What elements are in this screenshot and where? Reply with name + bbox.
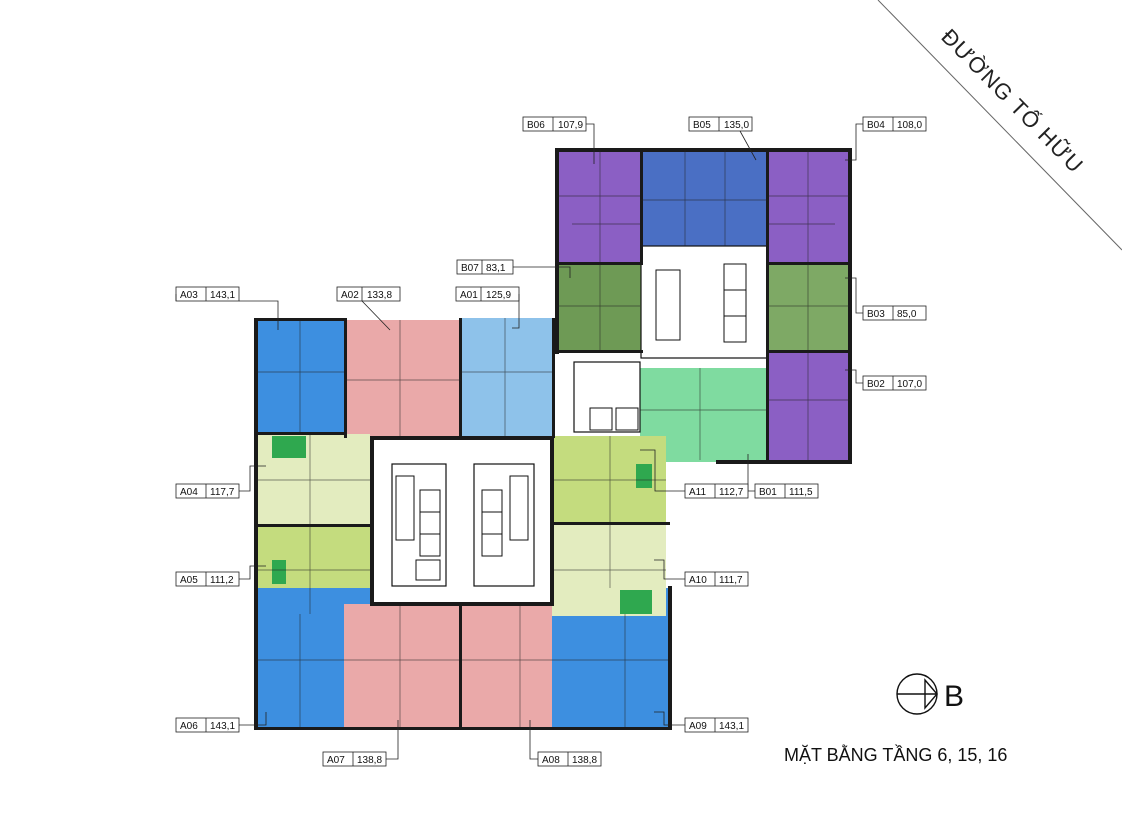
core-a-left — [391, 463, 447, 587]
unit-a02[interactable] — [344, 320, 461, 438]
balcony-a04 — [272, 436, 306, 458]
tower-a — [254, 318, 672, 730]
label-b07-code: B07 — [461, 263, 479, 274]
label-a11[interactable]: A11 112,7 — [640, 449, 749, 499]
label-b02[interactable]: B02 107,0 — [845, 369, 927, 391]
label-a01[interactable]: A01 125,9 — [455, 286, 520, 329]
label-b04[interactable]: B04 108,0 — [845, 116, 927, 161]
label-a05-area: 111,2 — [210, 575, 234, 586]
label-a10[interactable]: A10 111,7 — [654, 559, 749, 587]
balcony-a05 — [272, 560, 286, 584]
core-b — [640, 245, 769, 359]
label-b07[interactable]: B07 83,1 — [456, 259, 571, 278]
label-b03[interactable]: B03 85,0 — [845, 277, 927, 321]
unit-b03[interactable] — [768, 264, 850, 352]
block-marker: B — [896, 673, 964, 715]
label-a08-area: 138,8 — [572, 755, 597, 766]
unit-b06[interactable] — [557, 150, 641, 264]
label-a07-area: 138,8 — [357, 755, 382, 766]
label-b06-area: 107,9 — [558, 120, 583, 131]
label-a10-area: 111,7 — [719, 575, 743, 586]
label-a03-code: A03 — [180, 290, 198, 301]
unit-a07[interactable] — [344, 604, 460, 728]
tower-a-walls — [254, 318, 672, 730]
label-a02-area: 133,8 — [367, 290, 392, 301]
label-a06-area: 143,1 — [210, 721, 235, 732]
label-b06-code: B06 — [527, 120, 545, 131]
label-b07-area: 83,1 — [486, 263, 506, 274]
tower-a-partitions — [256, 318, 668, 727]
label-a06-code: A06 — [180, 721, 198, 732]
label-a02-code: A02 — [341, 290, 359, 301]
arrow-icon — [897, 678, 938, 710]
label-a04-area: 117,7 — [210, 487, 235, 498]
label-a07-code: A07 — [327, 755, 345, 766]
core-b-stair — [573, 361, 641, 433]
label-a05-code: A05 — [180, 575, 198, 586]
label-a04-code: A04 — [180, 487, 198, 498]
label-b06[interactable]: B06 107,9 — [522, 116, 595, 164]
tower-b — [555, 148, 852, 464]
core-b-lifts — [589, 263, 747, 431]
label-b01[interactable]: B01 111,5 — [747, 454, 819, 499]
unit-b07[interactable] — [557, 264, 641, 352]
label-b05-area: 135,0 — [724, 120, 749, 131]
balcony-a11 — [636, 464, 652, 488]
label-a01-code: A01 — [460, 290, 478, 301]
label-a01-area: 125,9 — [486, 290, 511, 301]
label-a10-code: A10 — [689, 575, 707, 586]
label-b02-area: 107,0 — [897, 379, 922, 390]
floor-title: MẶT BẰNG TẦNG 6, 15, 16 — [784, 745, 1008, 765]
unit-b04[interactable] — [768, 150, 850, 264]
label-a03[interactable]: A03 143,1 — [175, 286, 279, 330]
label-a11-area: 112,7 — [719, 487, 744, 498]
tower-b-partitions — [557, 150, 850, 460]
label-a09-area: 143,1 — [719, 721, 744, 732]
balcony-a10 — [620, 590, 652, 614]
label-b04-code: B04 — [867, 120, 885, 131]
unit-labels: B06 107,9 B05 135,0 B04 108,0 B07 83,1 B03 85… — [175, 116, 927, 767]
block-label: B — [944, 680, 964, 713]
label-b05[interactable]: B05 135,0 — [688, 116, 757, 161]
label-a09[interactable]: A09 143,1 — [654, 711, 749, 733]
core-a-lifts — [395, 475, 529, 581]
core-a-right — [473, 463, 535, 587]
label-b03-area: 85,0 — [897, 309, 917, 320]
label-a06[interactable]: A06 143,1 — [175, 712, 267, 733]
label-a02[interactable]: A02 133,8 — [336, 286, 401, 331]
label-b03-code: B03 — [867, 309, 885, 320]
label-a08-code: A08 — [542, 755, 560, 766]
label-b01-code: B01 — [759, 487, 777, 498]
label-a03-area: 143,1 — [210, 290, 235, 301]
unit-b02[interactable] — [768, 352, 850, 462]
label-a07[interactable]: A07 138,8 — [322, 720, 399, 767]
label-a09-code: A09 — [689, 721, 707, 732]
unit-a01[interactable] — [461, 318, 555, 438]
road-edge-line — [877, 0, 1122, 251]
label-a08[interactable]: A08 138,8 — [529, 720, 602, 767]
label-b05-code: B05 — [693, 120, 711, 131]
label-b02-code: B02 — [867, 379, 885, 390]
unit-b05[interactable] — [641, 150, 768, 246]
label-b04-area: 108,0 — [897, 120, 922, 131]
label-b01-area: 111,5 — [789, 487, 813, 498]
label-a11-code: A11 — [689, 487, 706, 498]
label-a04[interactable]: A04 117,7 — [175, 465, 266, 499]
road-name: ĐƯỜNG TỐ HỮU — [936, 23, 1089, 178]
label-a05[interactable]: A05 111,2 — [175, 565, 266, 587]
